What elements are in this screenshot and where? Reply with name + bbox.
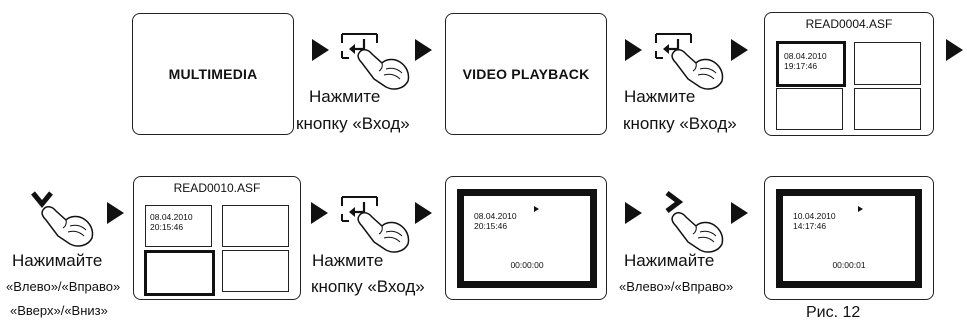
video-playback-title: VIDEO PLAYBACK (462, 66, 590, 82)
playback-datetime: 10.04.2010 14:17:46 (793, 211, 836, 231)
thumbnail-grid-filename: READ0010.ASF (173, 181, 261, 195)
thumbnail-selected (144, 250, 215, 296)
caption-enter-button-1: кнопку «Вход» (296, 114, 410, 133)
video-frame: 08.04.2010 20:15:46 00:00:00 (457, 189, 597, 288)
finger-press-icon (357, 49, 410, 90)
caption-enter-button-3: кнопку «Вход» (311, 277, 425, 296)
finger-press-icon (41, 206, 94, 247)
arrow-right-icon (415, 202, 432, 224)
thumbnail-grid-screen-2: READ0010.ASF 08.04.2010 20:15:46 (133, 176, 301, 300)
playback-counter: 00:00:00 (510, 260, 544, 270)
figure-label: Рис. 12 (806, 304, 861, 321)
video-playback-screen: VIDEO PLAYBACK (445, 13, 607, 135)
caption-press-1: Нажмите (309, 87, 381, 106)
thumbnail (854, 42, 921, 85)
thumbnail-selected: 08.04.2010 19:17:46 (776, 41, 846, 87)
thumbnail-grid-filename: READ0004.ASF (805, 17, 893, 31)
arrow-right-icon (625, 202, 642, 224)
arrow-right-icon (946, 39, 963, 61)
down-arrow-icon (31, 191, 53, 208)
arrow-right-icon (107, 202, 124, 224)
multimedia-screen: MULTIMEDIA (132, 13, 294, 135)
thumbnail-grid-screen-1: READ0004.ASF 08.04.2010 19:17:46 (764, 12, 934, 136)
arrow-right-icon (731, 39, 748, 61)
thumbnail (222, 250, 289, 292)
right-arrow-icon (665, 191, 684, 213)
finger-press-icon (671, 212, 724, 253)
finger-press-icon (671, 49, 724, 90)
caption-enter-button-2: кнопку «Вход» (623, 114, 737, 133)
caption-press-repeat-2: Нажимайте (624, 251, 715, 270)
caption-left-right-1: «Влево»/«Вправо» (6, 279, 121, 294)
caption-press-repeat-1: Нажимайте (12, 251, 103, 270)
caption-press-2: Нажмите (624, 87, 696, 106)
video-frame: 10.04.2010 14:17:46 00:00:01 (776, 189, 922, 288)
thumbnail-datetime: 08.04.2010 20:15:46 (150, 212, 193, 232)
arrow-right-icon (731, 202, 748, 224)
play-indicator-icon (858, 206, 863, 212)
thumbnail (222, 205, 289, 247)
playback-screen-1: 08.04.2010 20:15:46 00:00:00 (445, 176, 607, 300)
arrow-right-icon (415, 39, 432, 61)
playback-datetime: 08.04.2010 20:15:46 (474, 211, 517, 231)
arrow-right-icon (625, 39, 642, 61)
arrow-right-icon (311, 202, 328, 224)
finger-press-icon (357, 212, 410, 253)
play-indicator-icon (534, 206, 539, 212)
thumbnail-datetime: 08.04.2010 19:17:46 (784, 51, 827, 71)
caption-left-right-2: «Влево»/«Вправо» (619, 279, 734, 294)
thumbnail: 08.04.2010 20:15:46 (145, 205, 212, 247)
thumbnail (776, 88, 843, 130)
arrow-right-icon (312, 39, 329, 61)
playback-counter: 00:00:01 (832, 260, 866, 270)
caption-up-down: «Вверх»/«Вниз» (10, 303, 108, 318)
playback-screen-2: 10.04.2010 14:17:46 00:00:01 (764, 176, 934, 300)
multimedia-title: MULTIMEDIA (168, 66, 258, 82)
thumbnail (854, 88, 921, 130)
caption-press-3: Нажмите (312, 251, 384, 270)
